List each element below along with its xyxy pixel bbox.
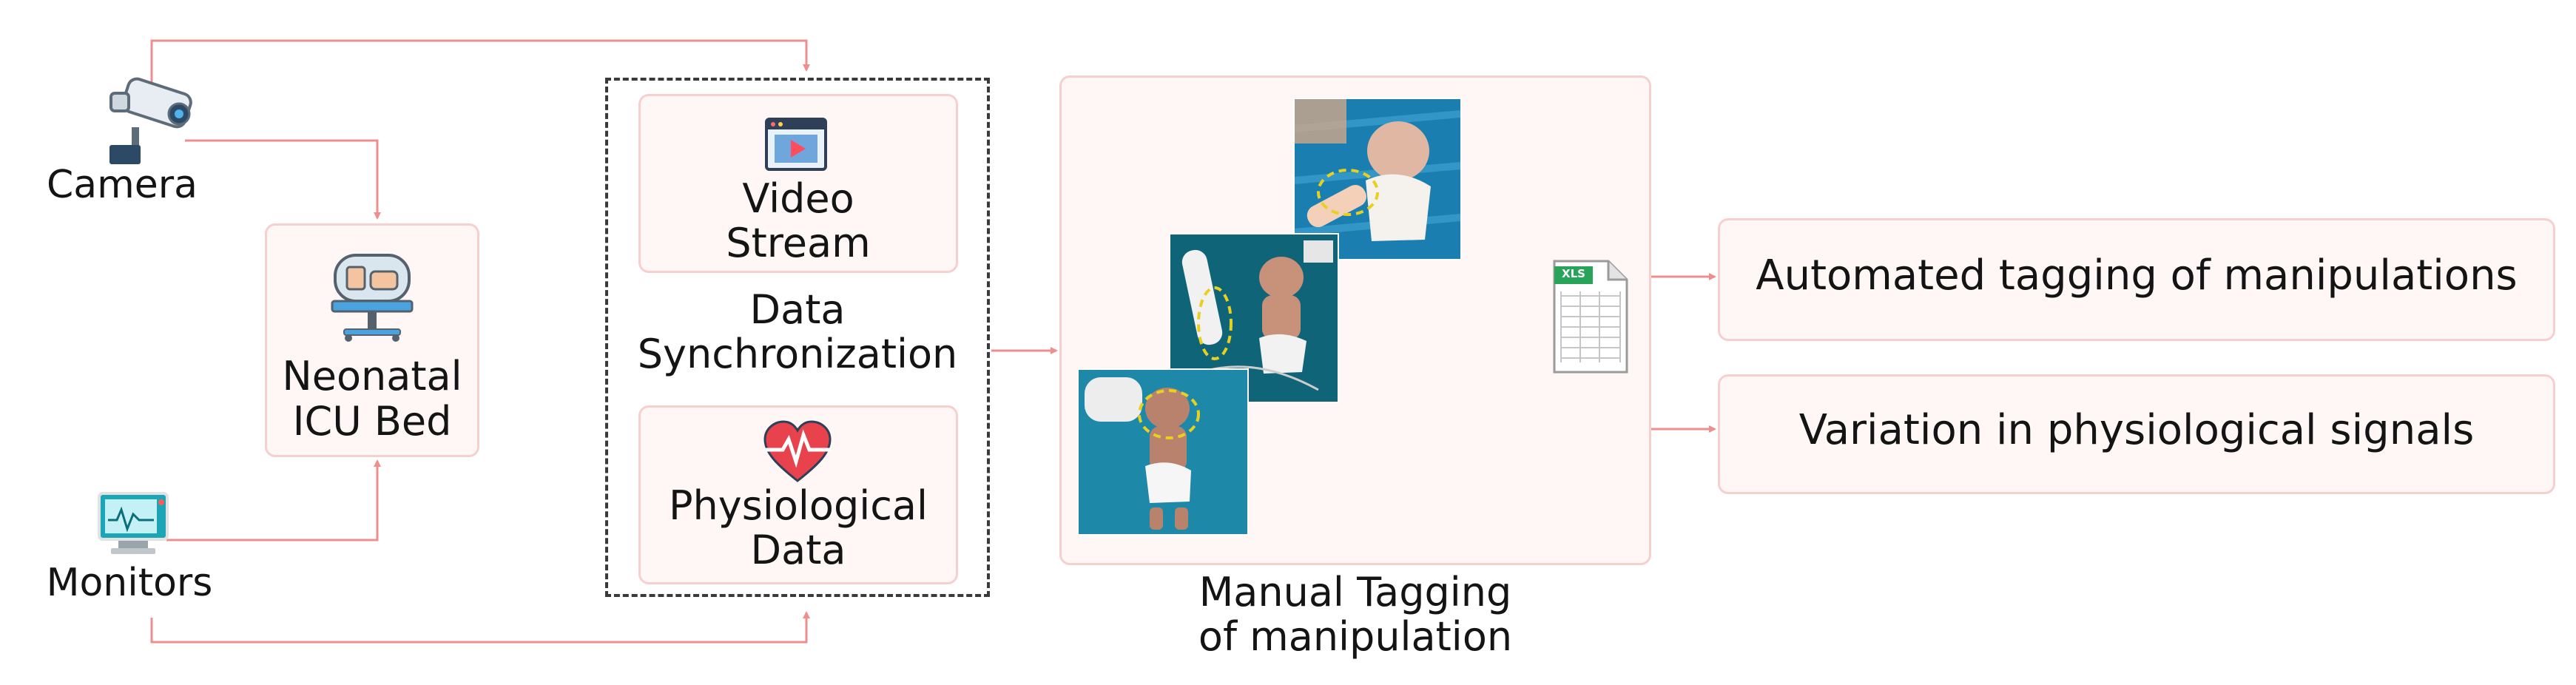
video-player-icon (765, 118, 827, 171)
sync-label-line-2: Synchronization (637, 331, 958, 377)
manual-tagging-label-line-1: Manual Tagging (1198, 569, 1512, 615)
output-automated-tagging-label: Automated tagging of manipulations (1756, 252, 2518, 300)
data-synchronization-group (605, 78, 990, 597)
sync-label-line-1: Data (749, 286, 846, 333)
video-label-line-1: Video (742, 175, 854, 222)
xls-badge-label: XLS (1562, 267, 1585, 280)
manual-tagging-label-line-2: of manipulation (1198, 613, 1513, 660)
output-physiological-variation-box (1718, 374, 2555, 494)
bed-label-line-2: ICU Bed (292, 398, 452, 445)
monitors-to-physio-line (150, 611, 810, 644)
camera-icon (109, 77, 192, 164)
camera-to-bed-line (185, 139, 381, 220)
monitors-label: Monitors (46, 561, 213, 605)
bed-label-line-1: Neonatal (282, 353, 462, 399)
incubator-icon (331, 254, 414, 342)
monitors-to-bed-line (166, 459, 381, 541)
physio-label-line-1: Physiological (668, 482, 928, 529)
video-label-line-2: Stream (726, 220, 871, 266)
heart-rate-icon (763, 420, 832, 482)
output-physiological-variation-label: Variation in physiological signals (1798, 406, 2475, 454)
tagged-video-frame-3 (1077, 368, 1249, 536)
output-automated-tagging-box (1718, 218, 2555, 341)
camera-to-video-line (150, 39, 810, 87)
camera-label: Camera (46, 163, 198, 207)
physio-label-line-2: Data (750, 527, 846, 573)
monitor-icon (98, 492, 169, 554)
spreadsheet-icon (1553, 260, 1628, 374)
